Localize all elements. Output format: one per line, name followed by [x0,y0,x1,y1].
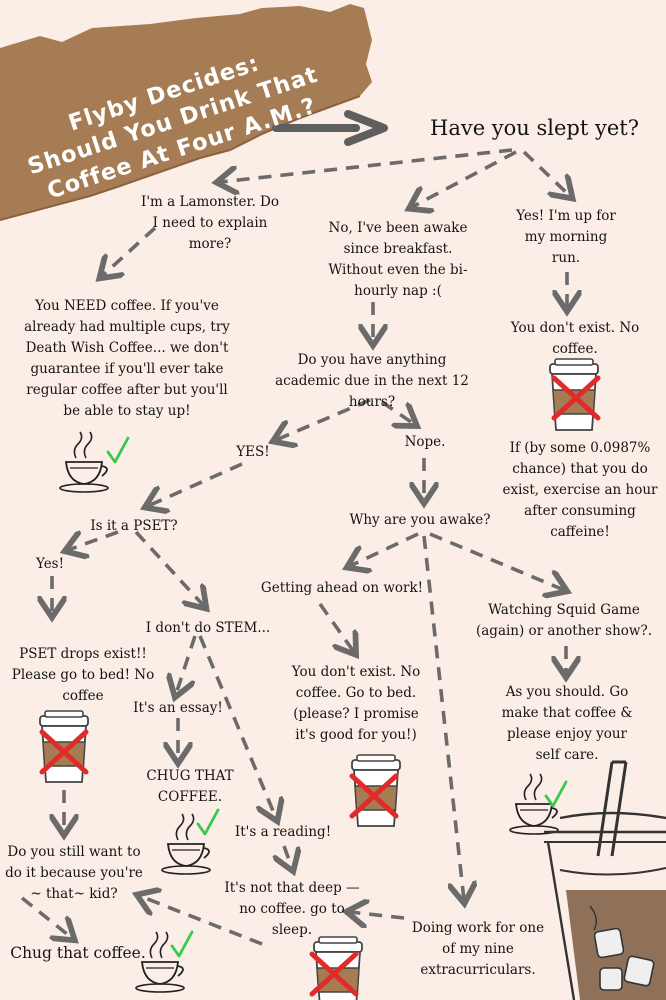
big-arrow-head [344,110,388,146]
arrow-reading-to-notdeep [284,845,292,868]
node-have-you-slept: Have you slept yet? [430,116,639,140]
coffee-cup-crossed-icon [39,710,89,783]
node-still-want: Do you still want to do it because you'r… [5,844,143,902]
node-you-need-coffee: You NEED coffee. If you've already had m… [24,298,230,419]
checkmark-icon [196,808,220,836]
checkmark-icon [544,780,568,808]
arrow-why-to-extra [422,535,464,900]
coffee-cup-icon [135,931,185,993]
node-is-it-pset: Is it a PSET? [90,518,178,534]
node-as-you-should: As you should. Go make that coffee & ple… [501,684,633,763]
arrow-stem-to-essay [176,635,197,694]
node-nope: Nope. [404,434,446,450]
node-lamonster: I'm a Lamonster. Do I need to explain mo… [141,194,279,252]
node-squid-game: Watching Squid Game (again) or another s… [475,602,652,639]
coffee-cup-icon [59,431,109,493]
torn-paper-edge [0,95,361,221]
node-why-awake: Why are you awake? [349,512,491,528]
node-not-that-deep: It's not that deep — no coffee. go to sl… [224,880,360,938]
arrow-stem-to-reading [198,635,276,818]
node-if-you-exist: If (by some 0.0987% chance) that you do … [502,440,658,540]
node-yes-morning-run: Yes! I'm up for my morning run. [516,208,616,266]
node-its-a-reading: It's a reading! [234,824,332,840]
arrow-academic-to-nope [380,400,414,424]
arrow-slept-to-awake [412,150,517,207]
node-getting-ahead: Getting ahead on work! [260,580,424,596]
node-chug-caps: CHUG THAT COFFEE. [146,768,234,805]
iced-coffee-illustration [544,760,666,1000]
node-pset-drops: PSET drops exist!! Please go to bed! No … [11,646,155,704]
node-yes-caps: YES! [236,444,270,460]
arrow-slept-to-lamonster [220,148,513,182]
node-chug-that-coffee: Chug that coffee. [10,944,146,962]
coffee-cup-crossed-icon [549,358,598,431]
torn-paper-banner [0,4,372,220]
node-dont-exist-2: You don't exist. No coffee. Go to bed. (… [291,664,421,743]
node-yes-pset: Yes! [35,556,65,572]
coffee-cup-icon [161,813,211,875]
arrow-pset-to-yes [68,530,119,550]
arrow-lamonster-to-need [102,226,157,276]
arrow-yescaps-to-pset [148,462,243,506]
arrow-still-to-chug [20,896,72,938]
arrow-ahead-to-noexist2 [318,602,354,652]
node-its-an-essay: It's an essay! [133,700,223,716]
node-awake-since-breakfast: No, I've been awake since breakfast. Wit… [328,220,468,299]
coffee-cup-crossed-icon [352,754,401,827]
node-dont-do-stem: I don't do STEM... [145,620,271,636]
coffee-cup-crossed-icon [312,936,363,1000]
arrow-academic-to-yescaps [276,398,371,440]
checkmark-icon [106,436,130,464]
arrow-why-to-squid [429,532,564,590]
node-academic-due: Do you have anything academic due in the… [275,352,469,410]
arrow-slept-to-yes [522,150,570,196]
node-extracurriculars: Doing work for one of my nine extracurri… [411,920,545,978]
checkmark-icon [170,930,194,958]
arrow-why-to-ahead [350,532,419,566]
arrow-pset-to-stem [134,530,204,606]
arrow-extra-to-notdeep [350,912,405,918]
node-dont-exist-1: You don't exist. No coffee. [510,320,640,357]
